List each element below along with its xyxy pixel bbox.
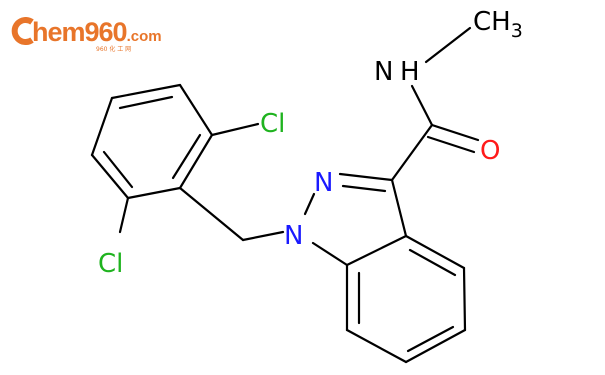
double-bond-inner — [406, 325, 455, 353]
double-bond-inner — [408, 248, 457, 277]
atom-label-nitrogen: N — [284, 221, 303, 251]
bond-to-cl-top — [210, 122, 260, 137]
bond — [90, 153, 130, 200]
bond-to-cl-bottom — [118, 196, 130, 234]
bond — [90, 96, 114, 157]
bond-ch2-n1 — [241, 230, 285, 242]
methyl-subscript: 3 — [511, 20, 523, 42]
bond-n1-n2 — [303, 192, 316, 216]
logo-c-icon — [11, 17, 34, 45]
bond — [345, 328, 408, 364]
atom-label-chlorine: Cl — [98, 249, 123, 279]
bond-n-ch3 — [424, 26, 472, 64]
bond-n2-c3 — [338, 172, 394, 182]
atom-label-nitrogen: N — [314, 168, 333, 198]
logo-subtitle: 960 化 工 网 — [96, 46, 132, 53]
atom-label-methyl: CH3 — [473, 7, 523, 42]
bond-c3-carbonyl — [390, 123, 434, 182]
logo-brand: hem960.com — [32, 17, 162, 48]
bond — [404, 328, 467, 364]
atom-label-oxygen: O — [480, 136, 500, 166]
atom-label-chlorine: Cl — [260, 109, 285, 139]
bond-c7a-n1 — [311, 241, 349, 267]
bond — [110, 83, 182, 100]
logo-domain: .com — [126, 28, 162, 45]
double-bond-inner — [171, 133, 202, 180]
atom-label-amide-hydrogen: H — [400, 57, 420, 87]
bond — [462, 266, 467, 332]
bond — [178, 133, 214, 190]
pyrazole-ring — [303, 172, 408, 267]
logo-brand-text: hem960 — [32, 17, 128, 47]
methyl-ch: CH — [473, 7, 511, 37]
bond-ring-ch2 — [178, 186, 245, 242]
bond-c3-c3a — [390, 178, 408, 238]
atom-label-amide-nitrogen: N — [374, 57, 393, 87]
double-bond-inner — [341, 184, 387, 193]
bond-c-o-double — [426, 135, 476, 154]
bond — [178, 83, 214, 137]
dichlorophenyl-ring — [90, 83, 214, 200]
double-bond-inner — [102, 150, 134, 189]
bond-carbonyl-n — [410, 84, 434, 127]
bond-c-o — [430, 123, 480, 142]
chem960-logo: hem960.com 960 化 工 网 — [10, 14, 162, 54]
bond — [404, 234, 466, 270]
double-bond-inner — [118, 95, 174, 110]
benzo-ring — [345, 234, 467, 364]
bond — [126, 186, 182, 200]
bond-c3a-c7a — [345, 234, 408, 267]
